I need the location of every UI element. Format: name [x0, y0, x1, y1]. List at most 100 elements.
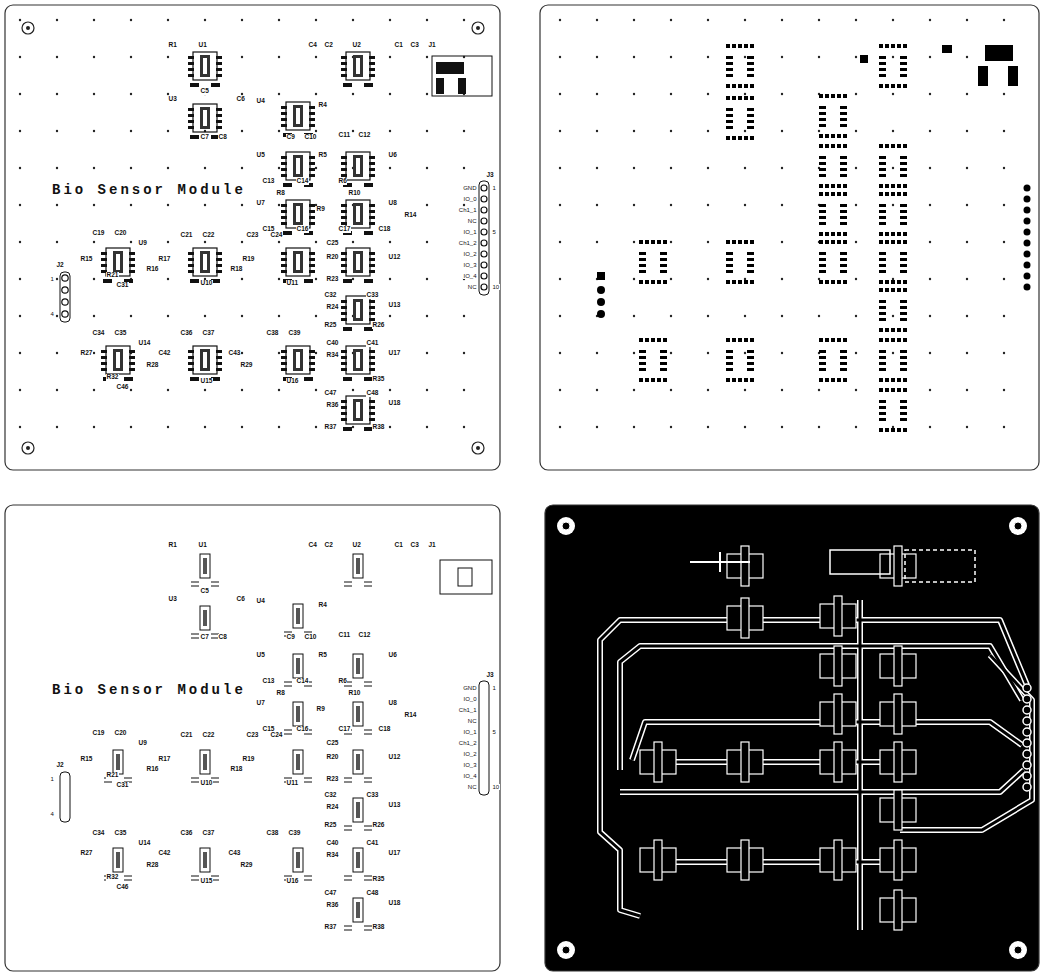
part-designator: C46 — [116, 884, 129, 891]
ic-pad — [341, 62, 347, 65]
part-designator: C14 — [296, 178, 309, 185]
smd-pad — [831, 192, 835, 196]
via-dot — [781, 426, 783, 428]
part-designator: R6 — [338, 678, 347, 685]
connector-pad — [1023, 750, 1031, 758]
smd-pad — [744, 84, 748, 88]
part-designator: R28 — [146, 862, 159, 869]
ic-outline — [286, 346, 310, 374]
via-dot — [93, 130, 95, 132]
smd-pad — [726, 96, 730, 100]
via-dot — [19, 93, 21, 95]
smd-pad — [837, 338, 841, 342]
via-dot — [19, 204, 21, 206]
ic-pad — [369, 412, 375, 415]
part-designator: U11 — [286, 280, 299, 287]
pad-group — [639, 240, 667, 284]
via-dot — [781, 204, 783, 206]
smd-pad — [891, 338, 895, 342]
via-dot — [670, 315, 672, 317]
jack-pad — [1008, 66, 1018, 86]
part-designator: R14 — [404, 712, 417, 719]
smd-pad — [897, 280, 901, 284]
via-dot — [93, 19, 95, 21]
ic-footprint — [281, 152, 315, 187]
copper-pad — [894, 646, 902, 686]
trace — [600, 620, 1027, 780]
ic-footprint — [101, 248, 135, 283]
via-dot — [204, 167, 206, 169]
jack-outline — [458, 568, 472, 586]
connector-pad — [1023, 717, 1031, 725]
smd-pad — [750, 338, 754, 342]
via-dot — [278, 278, 280, 280]
ic-footprint — [281, 346, 315, 381]
smd-pad — [879, 240, 883, 244]
ic-pad — [341, 156, 347, 159]
smd-pad — [903, 144, 907, 148]
part-designator: R4 — [318, 102, 327, 109]
via-dot — [352, 93, 354, 95]
smd-pad — [837, 232, 841, 236]
part-designator: C21 — [180, 232, 193, 239]
ic-pad — [188, 368, 194, 371]
silk-footprint — [344, 750, 372, 782]
smd-pad — [879, 428, 883, 432]
via-dot — [167, 167, 169, 169]
silk-footprint — [284, 750, 312, 782]
pad-group — [819, 240, 847, 284]
part-designator: R5 — [318, 652, 327, 659]
via-dot — [818, 130, 820, 132]
smd-pad — [726, 136, 730, 140]
smd-pad — [840, 362, 847, 365]
via-dot — [56, 204, 58, 206]
smd-pad — [900, 168, 907, 171]
via-dot — [56, 19, 58, 21]
part-designator: C42 — [158, 850, 171, 857]
part-designator: R29 — [240, 862, 253, 869]
ic-outline — [346, 346, 370, 374]
smd-pad — [840, 124, 847, 127]
smd-pad — [900, 350, 907, 353]
via-dot — [707, 389, 709, 391]
via-dot — [929, 204, 931, 206]
via-dot — [241, 130, 243, 132]
smd-pad — [879, 144, 883, 148]
part-designator: C20 — [114, 230, 127, 237]
ic-pad — [369, 174, 375, 177]
part-designator: C6 — [236, 96, 245, 103]
part-designator: U14 — [138, 340, 151, 347]
smd-pad — [726, 114, 733, 117]
via-dot — [278, 426, 280, 428]
via-dot — [204, 426, 206, 428]
ic-pad — [216, 270, 222, 273]
via-dot — [241, 93, 243, 95]
smd-pad — [837, 280, 841, 284]
smd-pad — [726, 280, 730, 284]
smd-pad — [891, 232, 895, 236]
smd-pad — [726, 362, 733, 365]
ic-body-mark — [356, 302, 360, 318]
via-dot — [670, 389, 672, 391]
pad-group — [879, 288, 907, 332]
smd-pad — [744, 44, 748, 48]
smd-pad — [900, 174, 907, 177]
ic-body-mark — [296, 158, 300, 174]
part-designator: C5 — [200, 88, 209, 95]
via-dot — [389, 130, 391, 132]
ic-pad — [369, 74, 375, 77]
ic-pad — [341, 362, 347, 365]
ic-pad — [188, 56, 194, 59]
pin-name: IO_0 — [463, 696, 477, 702]
ic-pad — [309, 124, 315, 127]
smd-pad — [747, 68, 754, 71]
via-dot — [855, 241, 857, 243]
via-dot — [855, 315, 857, 317]
part-designator: J2 — [56, 762, 64, 769]
via-dot — [744, 204, 746, 206]
smd-pad — [897, 328, 901, 332]
connector-pin — [481, 185, 487, 191]
ic-pad — [281, 258, 287, 261]
via-dot — [278, 389, 280, 391]
smd-pad — [843, 144, 847, 148]
